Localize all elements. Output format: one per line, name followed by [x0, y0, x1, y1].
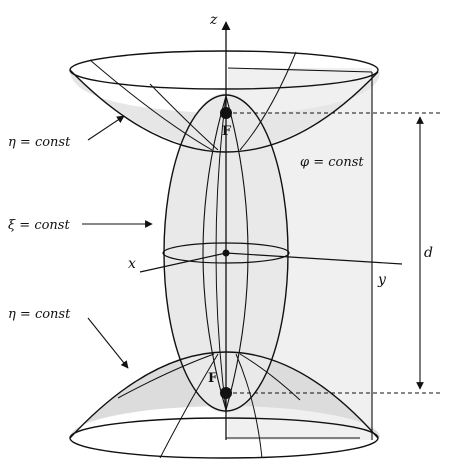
x-axis-label: x — [128, 256, 136, 272]
focus-top-label: F — [222, 124, 232, 139]
eta-bottom-arrow — [87, 317, 129, 369]
focus-bottom-dot — [220, 387, 232, 399]
eta-top-arrow — [87, 115, 125, 141]
bottom-hyperboloid-meridian-4 — [239, 353, 301, 401]
eta-top-label: η = const — [8, 135, 71, 150]
top-hyperboloid-meridian-1 — [89, 59, 213, 151]
focus-top-dot — [220, 107, 232, 119]
focus-bottom-label: F — [208, 371, 218, 386]
top-hyperboloid-meridian-2 — [149, 83, 219, 151]
distance-label: d — [424, 245, 433, 261]
bottom-hyperboloid-meridian-2 — [159, 353, 219, 459]
ellipsoid-meridian-3 — [215, 95, 227, 411]
origin-dot — [222, 249, 230, 257]
z-axis-label: z — [209, 12, 218, 28]
x-axis — [139, 252, 227, 273]
bottom-hyperboloid-meridian-3 — [235, 353, 263, 459]
y-axis — [225, 252, 403, 265]
phi-label: φ = const — [300, 155, 364, 170]
phi-plane-top-edge — [227, 67, 373, 73]
ellipsoid-meridian-2 — [225, 95, 249, 411]
eta-bottom-label: η = const — [8, 307, 71, 322]
y-axis-label: y — [377, 272, 387, 288]
bottom-hyperboloid-meridian-1 — [117, 353, 215, 399]
ellipsoid-meridian-1 — [202, 95, 227, 411]
xi-label: ξ = const — [8, 218, 70, 233]
top-hyperboloid-meridian-3 — [239, 51, 297, 151]
